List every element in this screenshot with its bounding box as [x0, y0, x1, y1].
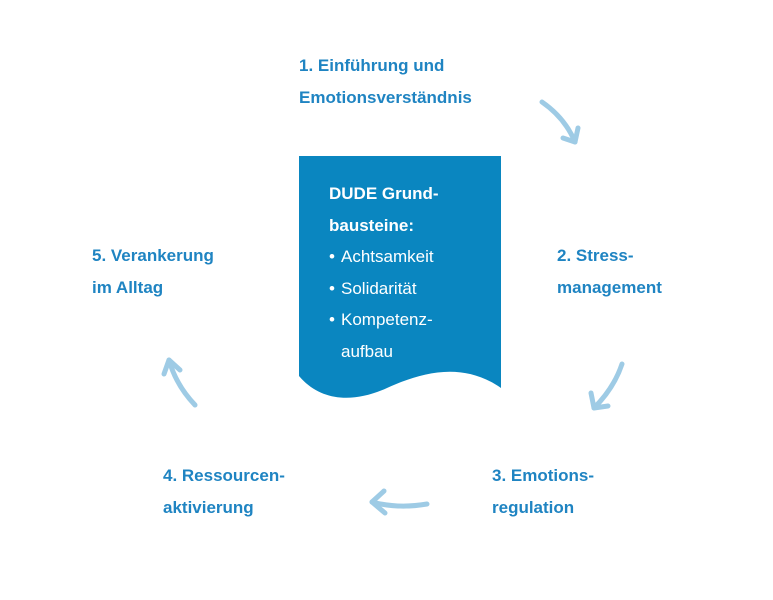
step-2-line-1: 2. Stress-: [557, 246, 634, 265]
wavy-box-background: [299, 156, 501, 398]
list-item: • Solidarität: [329, 273, 439, 305]
list-item: • Kompetenz- aufbau: [329, 304, 439, 367]
arrow-1-to-2-icon: [539, 99, 581, 145]
step-1-line-2: Emotionsverständnis: [299, 88, 472, 107]
title-line-1: DUDE Grund-: [329, 184, 439, 203]
step-2-line-2: management: [557, 278, 662, 297]
arrow-4-to-5-icon: [161, 357, 198, 408]
step-4-label: 4. Ressourcen- aktivierung: [163, 460, 285, 524]
core-building-blocks-title: DUDE Grund- bausteine:: [329, 178, 439, 241]
list-item-text: Kompetenz-: [341, 310, 433, 329]
bullet-icon: •: [329, 278, 335, 298]
step-5-line-1: 5. Verankerung: [92, 246, 214, 265]
step-3-line-2: regulation: [492, 498, 575, 517]
title-line-2: bausteine:: [329, 215, 415, 235]
core-building-blocks-content: DUDE Grund- bausteine: • Achtsamkeit • Sol…: [329, 178, 439, 367]
arrow-2-to-3-icon: [588, 361, 625, 411]
bullet-icon: •: [329, 310, 335, 329]
step-3-label: 3. Emotions- regulation: [492, 460, 594, 524]
building-blocks-list: • Achtsamkeit • Solidarität • Kompetenz- au…: [329, 241, 439, 367]
step-2-label: 2. Stress- management: [557, 240, 662, 304]
bullet-icon: •: [329, 247, 335, 266]
list-item-text: Solidarität: [341, 278, 417, 298]
step-1-label: 1. Einführung und Emotionsverständnis: [299, 50, 472, 114]
list-item: • Achtsamkeit: [329, 241, 439, 273]
arrow-3-to-4-icon: [369, 488, 430, 516]
step-4-line-2: aktivierung: [163, 498, 254, 517]
step-5-line-2: im Alltag: [92, 278, 164, 297]
step-4-line-1: 4. Ressourcen-: [163, 466, 285, 485]
core-building-blocks-box: DUDE Grund- bausteine: • Achtsamkeit • Sol…: [299, 156, 501, 404]
step-3-line-1: 3. Emotions-: [492, 466, 595, 485]
step-1-line-1: 1. Einführung und: [299, 56, 445, 75]
list-item-continuation: aufbau: [341, 341, 393, 361]
step-5-label: 5. Verankerung im Alltag: [92, 240, 214, 304]
list-item-text: Achtsamkeit: [341, 247, 434, 266]
